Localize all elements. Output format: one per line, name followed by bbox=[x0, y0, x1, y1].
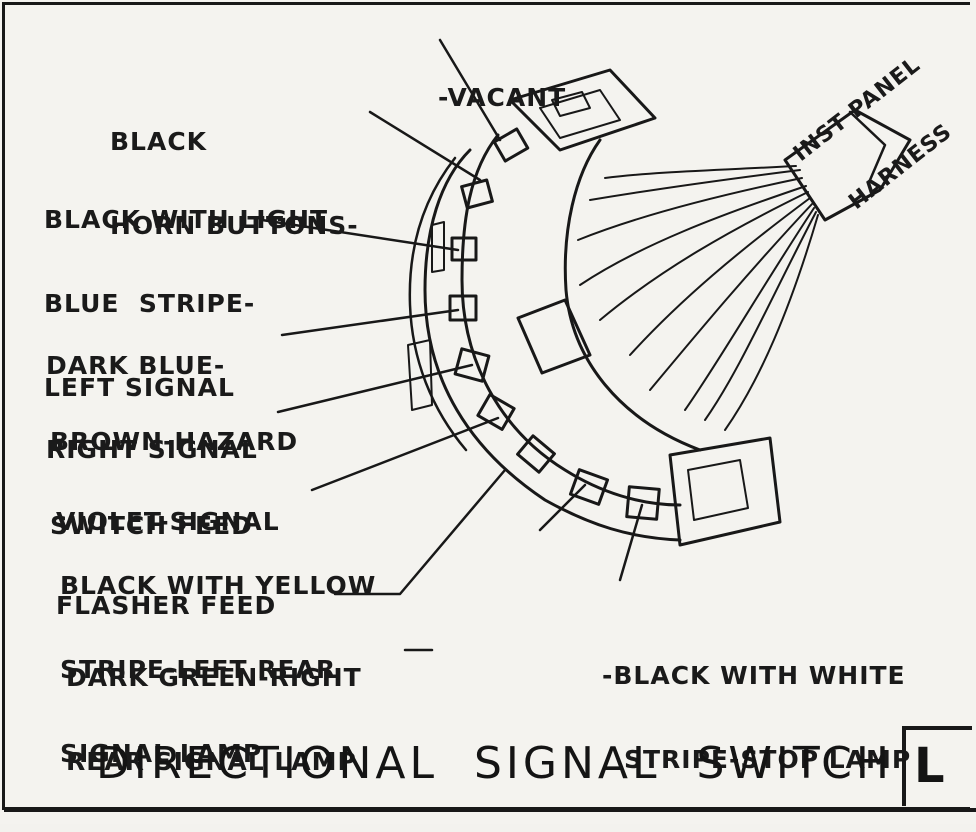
leader-flasher bbox=[310, 416, 500, 492]
label-hazard-feed: BROWN-HAZARD SWITCH FEED bbox=[50, 427, 299, 540]
leader-left-rear bbox=[333, 468, 507, 596]
label-stop-lamp: -BLACK WITH WHITE STRIPE-STOP LAMP bbox=[602, 661, 912, 774]
top-connector-face bbox=[539, 89, 621, 139]
label-left-rear-lamp: BLACK WITH YELLOW STRIPE-LEFT REAR SIGNA… bbox=[60, 571, 377, 768]
label-right-rear-lamp: DARK GREEN-RIGHT REAR SIGNAL LAMP bbox=[66, 663, 362, 776]
leader-right-rear-ext bbox=[538, 483, 587, 532]
leader-horn bbox=[368, 110, 482, 182]
bottom-connector-face bbox=[687, 459, 749, 521]
leader-right-signal bbox=[280, 308, 460, 337]
panel-letter-box bbox=[902, 726, 972, 806]
top-connector bbox=[508, 68, 657, 152]
label-horn-buttons: BLACK HORN BUTTONS- bbox=[110, 127, 359, 240]
hazard-knob bbox=[516, 298, 592, 375]
harness-connector bbox=[783, 108, 912, 222]
panel-letter: L bbox=[914, 738, 945, 794]
label-vacant: -VACANT bbox=[438, 83, 567, 112]
leader-vacant bbox=[438, 38, 502, 142]
bottom-strip bbox=[4, 812, 976, 824]
switch-body-outer bbox=[423, 148, 682, 542]
label-right-signal: DARK BLUE- RIGHT SIGNAL bbox=[46, 351, 258, 464]
switch-body-inner bbox=[460, 133, 682, 507]
switch-inner-arc bbox=[563, 138, 702, 452]
label-left-signal: BLACK WITH LIGHT BLUE STRIPE- LEFT SIGNA… bbox=[44, 205, 329, 402]
label-flasher-feed: VIOLET-SIGNAL FLASHER FEED bbox=[56, 507, 280, 620]
diagram-title: DIRECTIONAL SIGNAL SWITCH bbox=[96, 738, 893, 789]
switch-flange bbox=[408, 156, 468, 452]
bottom-connector bbox=[668, 436, 782, 547]
leader-left-signal bbox=[260, 218, 460, 252]
leader-stop-lamp bbox=[618, 503, 644, 582]
leader-hazard bbox=[276, 363, 474, 414]
bottom-rule bbox=[4, 808, 976, 812]
